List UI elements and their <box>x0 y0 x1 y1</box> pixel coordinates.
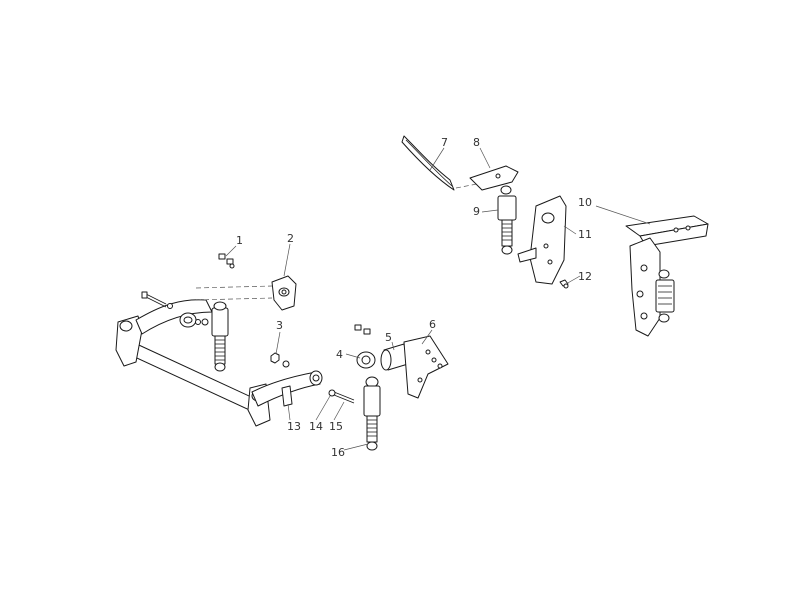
bolt-15 <box>328 389 355 404</box>
right-shock-absorber-9 <box>497 185 517 255</box>
bracket-11 <box>517 195 567 285</box>
bracket-13 <box>281 385 293 407</box>
bolt-12 <box>559 279 569 289</box>
axle-beam <box>115 315 271 427</box>
callout-1: 1 <box>236 234 243 247</box>
callout-15: 15 <box>329 420 343 433</box>
leader-lines <box>225 147 651 451</box>
far-right-mount-bracket <box>629 237 661 337</box>
far-right-shock-absorber <box>655 269 675 323</box>
callout-14: 14 <box>309 420 323 433</box>
bracket-6 <box>403 335 449 399</box>
bolt-set-1 <box>218 253 235 269</box>
callout-12: 12 <box>578 270 592 283</box>
nut-3 <box>270 352 290 368</box>
upper-trailing-arm <box>135 299 213 335</box>
callout-5: 5 <box>385 331 392 344</box>
bracket-10 <box>625 215 709 247</box>
dashed-alignment-lines-left <box>195 285 273 301</box>
callout-3: 3 <box>276 319 283 332</box>
callout-9: 9 <box>473 205 480 218</box>
callout-10: 10 <box>578 196 592 209</box>
callout-2: 2 <box>287 232 294 245</box>
callout-labels: 1 2 3 4 5 6 7 8 9 10 11 12 13 14 15 16 <box>236 136 592 459</box>
callout-7: 7 <box>441 136 448 149</box>
bracket-8 <box>469 165 519 191</box>
bushing-5 <box>380 343 409 371</box>
left-shock-absorber <box>195 301 229 372</box>
bushing-4 <box>356 351 376 369</box>
callout-6: 6 <box>429 318 436 331</box>
center-shock-absorber <box>363 376 381 451</box>
callout-16: 16 <box>331 446 345 459</box>
bolts-center <box>354 324 371 335</box>
curved-strap-7 <box>401 135 455 191</box>
callout-13: 13 <box>287 420 301 433</box>
upper-mount-bracket <box>271 275 297 311</box>
callout-4: 4 <box>336 348 343 361</box>
callout-8: 8 <box>473 136 480 149</box>
long-bolt <box>141 291 173 309</box>
callout-11: 11 <box>578 228 592 241</box>
